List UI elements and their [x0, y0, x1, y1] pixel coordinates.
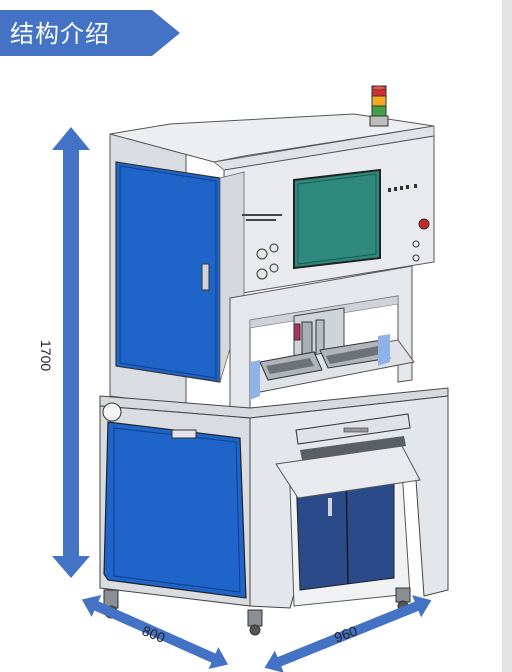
- slide-edge: [502, 0, 512, 672]
- machine-figure: [64, 66, 456, 636]
- depth-arrow: [81, 595, 229, 669]
- height-arrow: [52, 127, 90, 578]
- width-arrow: [264, 595, 432, 672]
- height-label: 1700: [38, 340, 54, 372]
- machine-drawing: [64, 66, 456, 636]
- slide-title: 结构介绍: [10, 20, 110, 48]
- title-banner: [0, 10, 180, 56]
